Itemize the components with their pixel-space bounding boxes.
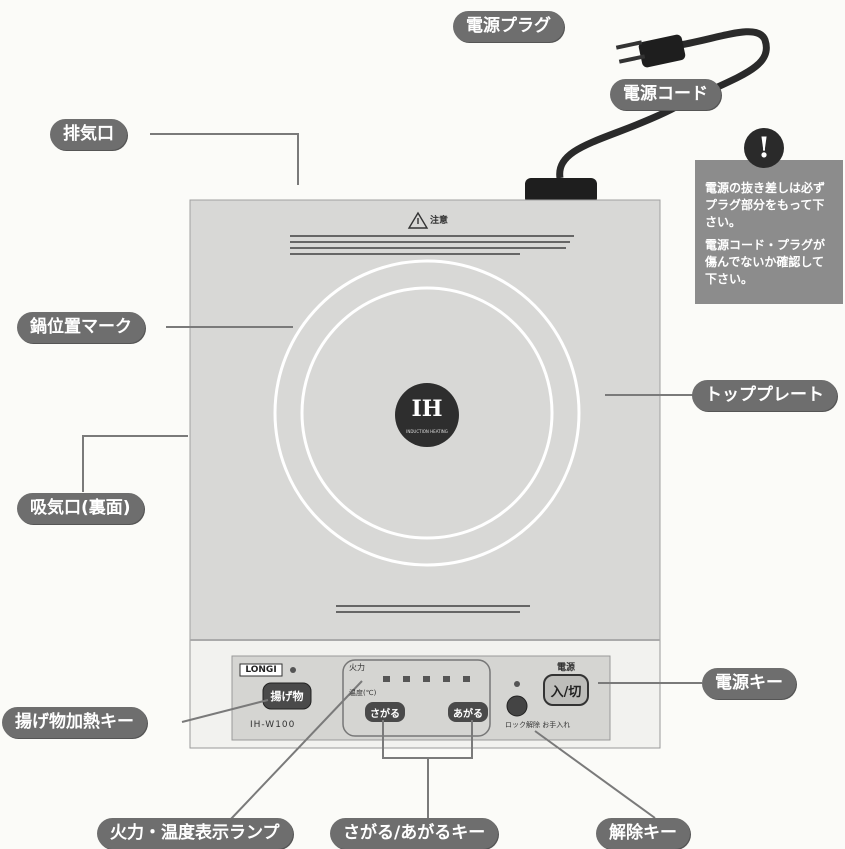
up-button[interactable] [448, 702, 488, 722]
ih-logo-text: IH [411, 396, 443, 422]
fry-button[interactable] [262, 682, 312, 710]
firepower-label: 火力 [349, 663, 365, 672]
label-release-key: 解除キー [596, 818, 690, 849]
power-plug [615, 34, 686, 68]
label-pot-mark: 鍋位置マーク [17, 312, 145, 343]
cord-base [525, 178, 597, 204]
caution-title: 注意 [430, 216, 449, 226]
ih-logo [395, 383, 459, 447]
label-intake: 吸気口(裏面) [17, 493, 144, 524]
brand-logo: LONGI [245, 665, 277, 675]
label-fry-key: 揚げ物加熱キー [2, 707, 147, 738]
power-button-label: 入/切 [550, 685, 582, 700]
label-lamp: 火力・温度表示ランプ [97, 818, 293, 849]
temperature-label: 温度(℃) [349, 689, 377, 697]
pot-mark-outer [273, 259, 581, 567]
exclamation-icon: ! [744, 128, 784, 168]
label-up-down-key: さがる/あがるキー [330, 818, 499, 849]
power-cord [556, 28, 770, 179]
caution-icon [407, 211, 429, 229]
up-button-label: あがる [453, 709, 483, 720]
down-button-label: さがる [370, 709, 400, 720]
label-power-plug: 電源プラグ [453, 11, 564, 42]
label-exhaust: 排気口 [50, 119, 127, 150]
release-button[interactable] [506, 695, 528, 717]
model-number: IH-W100 [250, 720, 296, 730]
warning-box: 電源の抜き差しは必ずプラグ部分をもって下さい。 電源コード・プラグが傷んでないか… [695, 160, 843, 304]
release-caption: ロック解除 お手入れ [505, 721, 571, 729]
warning-text-1: 電源の抜き差しは必ずプラグ部分をもって下さい。 [705, 181, 826, 229]
ih-logo-subtext: INDUCTION HEATING [406, 429, 448, 434]
down-button[interactable] [365, 702, 405, 722]
label-top-plate: トッププレート [692, 380, 837, 411]
label-power-key: 電源キー [702, 668, 796, 699]
caution-fine-print [290, 235, 574, 613]
warning-text-2: 電源コード・プラグが傷んでないか確認して下さい。 [705, 238, 826, 286]
pot-mark-inner [300, 286, 554, 540]
leader-lines [82, 133, 702, 821]
label-power-cord: 電源コード [610, 79, 721, 110]
power-title: 電源 [556, 663, 575, 673]
fry-button-label: 揚げ物 [270, 690, 304, 703]
indicator-lamps [383, 676, 470, 682]
power-button[interactable] [543, 674, 589, 706]
